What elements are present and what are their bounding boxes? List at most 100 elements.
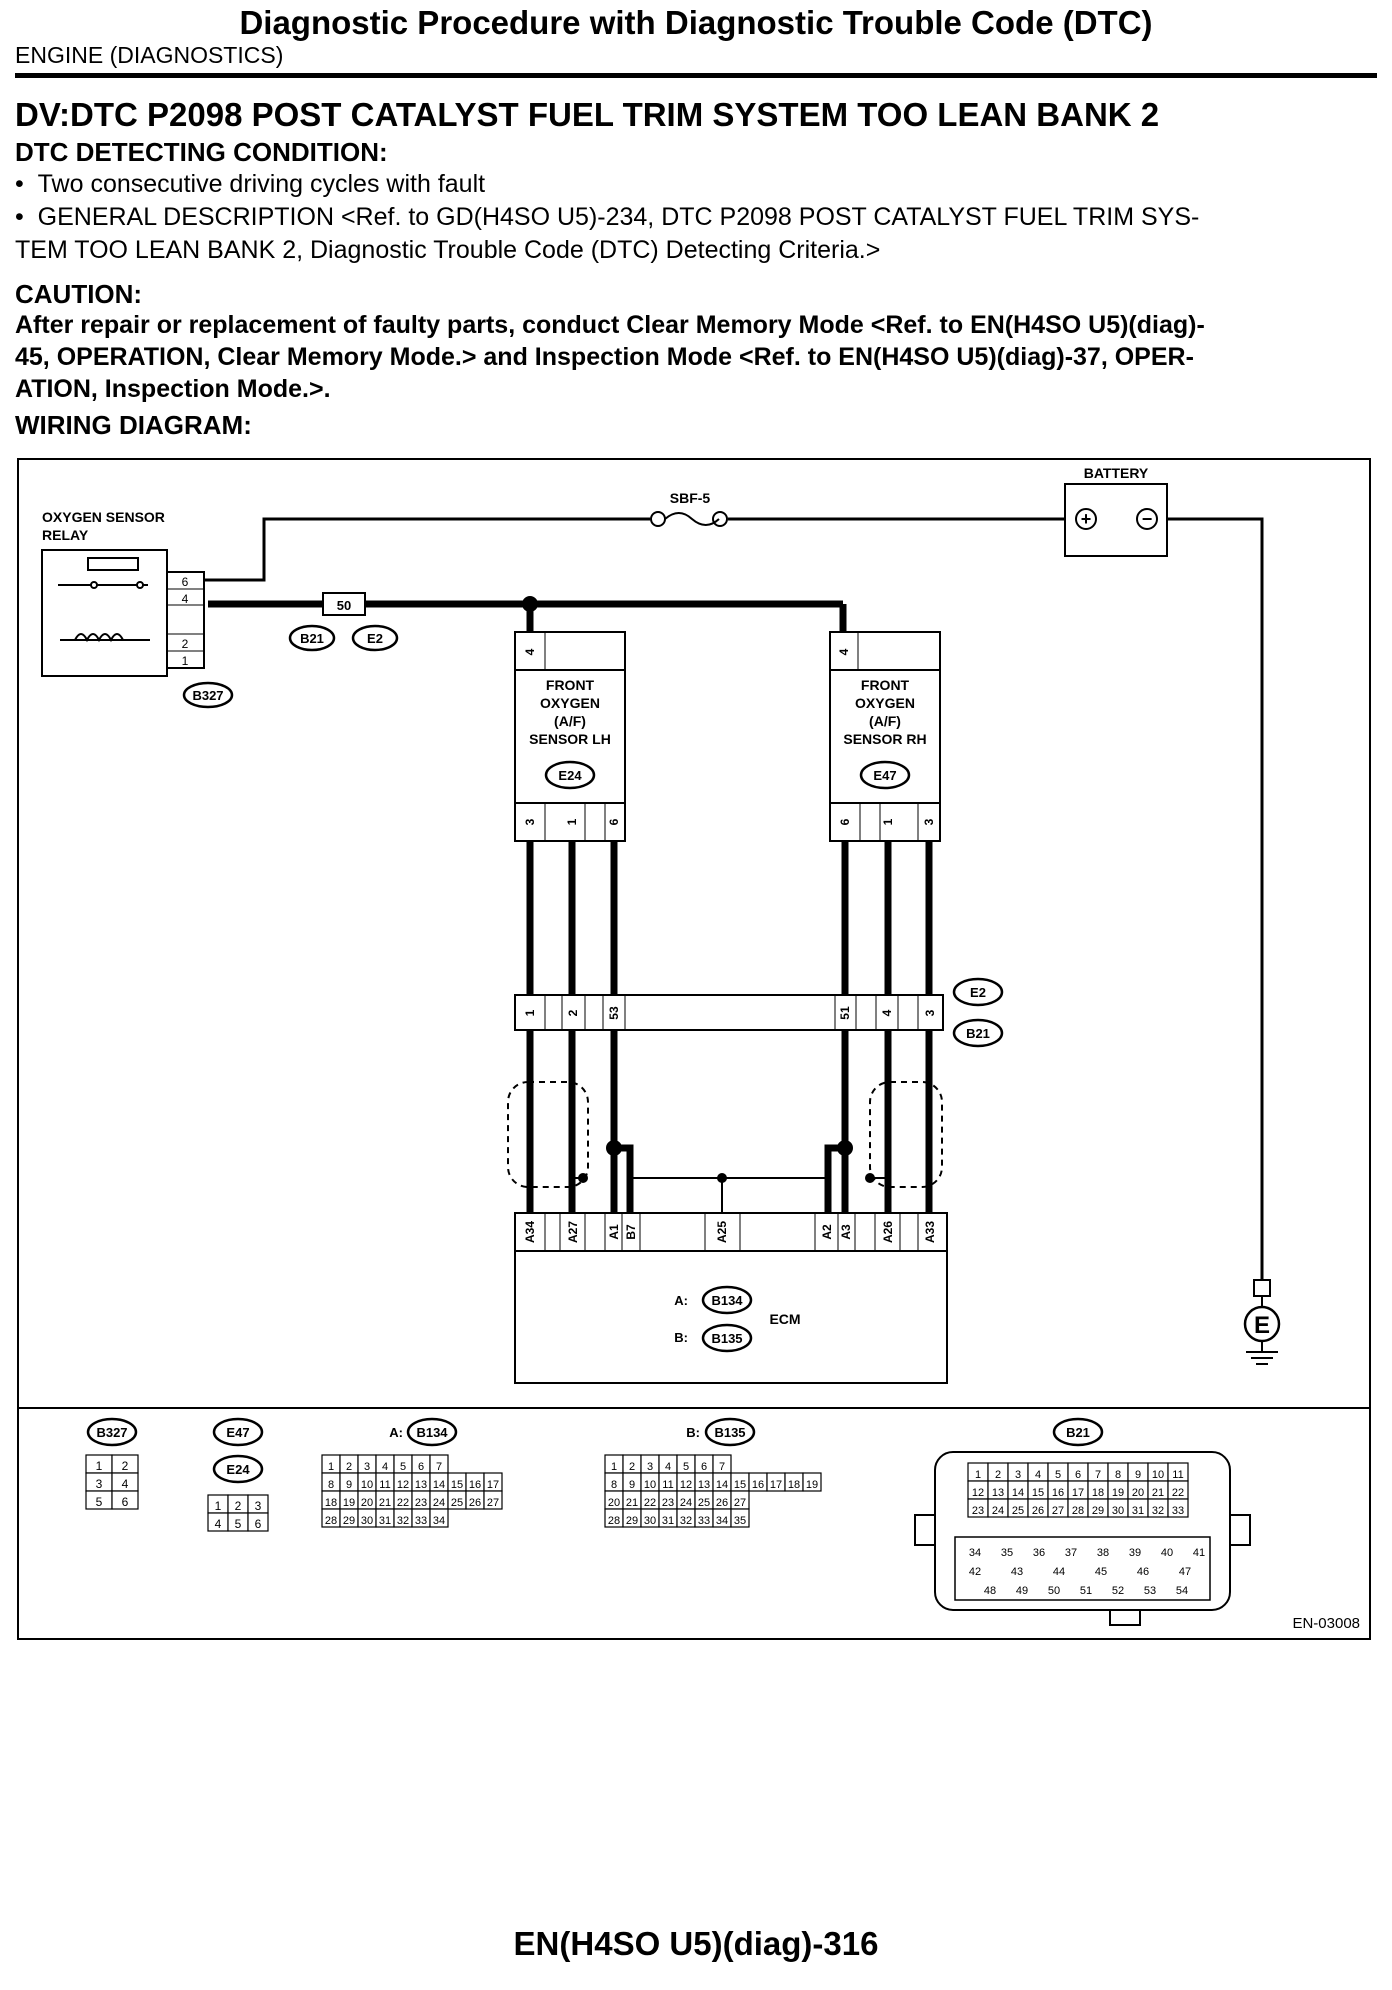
pin-number: 47 <box>1179 1566 1191 1578</box>
svg-text:B327: B327 <box>96 1425 127 1440</box>
svg-text:B21: B21 <box>966 1026 990 1041</box>
pin-number: 36 <box>1033 1547 1045 1559</box>
svg-text:B21: B21 <box>1066 1425 1090 1440</box>
bullet-1: • Two consecutive driving cycles with fa… <box>15 170 486 198</box>
svg-text:50: 50 <box>337 598 351 613</box>
pin-number: 50 <box>1048 1585 1060 1597</box>
pin-number: 4 <box>382 1461 388 1473</box>
svg-text:2: 2 <box>566 1009 580 1016</box>
pin-number: 4 <box>122 1477 129 1491</box>
pin-number: 49 <box>1016 1585 1028 1597</box>
svg-text:4: 4 <box>880 1009 894 1016</box>
pin-number: 6 <box>701 1461 707 1473</box>
pin-number: 16 <box>1052 1487 1064 1499</box>
oxygen-sensor-relay: 6 4 2 1 <box>41 549 205 677</box>
pin-number: 12 <box>680 1479 692 1491</box>
pin-number: 1 <box>96 1459 103 1473</box>
pin-number: 2 <box>629 1461 635 1473</box>
pin-number: 27 <box>487 1497 499 1509</box>
battery-plus: + <box>1081 509 1092 529</box>
svg-text:B135: B135 <box>714 1425 745 1440</box>
svg-text:6: 6 <box>838 818 852 825</box>
pin-number: 8 <box>1115 1469 1121 1481</box>
svg-text:4: 4 <box>837 648 851 655</box>
caution-line-3: ATION, Inspection Mode.>. <box>15 375 331 403</box>
pin-number: 5 <box>683 1461 689 1473</box>
pin-cell <box>1167 1498 1189 1518</box>
pin-number: 5 <box>1055 1469 1061 1481</box>
pin-number: 20 <box>608 1497 620 1509</box>
pin-number: 2 <box>235 1499 242 1513</box>
pin-cell <box>802 1472 822 1492</box>
caution-line-1: After repair or replacement of faulty pa… <box>15 311 1205 339</box>
pin-number: 32 <box>680 1515 692 1527</box>
pin-number: 32 <box>1152 1505 1164 1517</box>
pin-number: 25 <box>451 1497 463 1509</box>
svg-text:A1: A1 <box>607 1224 621 1240</box>
pin-number: 29 <box>626 1515 638 1527</box>
pin-number: 6 <box>122 1495 129 1509</box>
wiring-heading: WIRING DIAGRAM: <box>15 410 252 440</box>
svg-text:A25: A25 <box>715 1221 729 1243</box>
relay-pin: 6 <box>182 575 189 589</box>
pin-number: 25 <box>698 1497 710 1509</box>
pin-number: 32 <box>397 1515 409 1527</box>
pin-number: 7 <box>1095 1469 1101 1481</box>
svg-text:53: 53 <box>607 1006 621 1020</box>
svg-text:6: 6 <box>607 818 621 825</box>
pin-number: 15 <box>451 1479 463 1491</box>
pin-number: 15 <box>734 1479 746 1491</box>
svg-text:3: 3 <box>922 818 936 825</box>
pin-number: 33 <box>415 1515 427 1527</box>
pin-number: 8 <box>611 1479 617 1491</box>
pin-number: 5 <box>96 1495 103 1509</box>
pin-number: 16 <box>469 1479 481 1491</box>
header-divider <box>15 73 1377 78</box>
pin-number: 21 <box>626 1497 638 1509</box>
ground-e: E <box>1243 1279 1281 1365</box>
pin-number: 40 <box>1161 1547 1173 1559</box>
pin-number: 42 <box>969 1566 981 1578</box>
pin-cell <box>111 1490 139 1510</box>
pin-number: 28 <box>1072 1505 1084 1517</box>
pin-number: 33 <box>1172 1505 1184 1517</box>
svg-text:A27: A27 <box>566 1221 580 1243</box>
pin-number: 7 <box>719 1461 725 1473</box>
pin-number: 24 <box>680 1497 692 1509</box>
pin-number: 30 <box>361 1515 373 1527</box>
pin-number: 44 <box>1053 1566 1065 1578</box>
pin-number: 9 <box>629 1479 635 1491</box>
pin-number: 13 <box>992 1487 1004 1499</box>
pin-number: 23 <box>415 1497 427 1509</box>
pin-number: 16 <box>752 1479 764 1491</box>
pin-number: 31 <box>379 1515 391 1527</box>
pin-cell <box>730 1508 750 1528</box>
pin-number: 17 <box>487 1479 499 1491</box>
svg-text:FRONT: FRONT <box>546 677 595 693</box>
pin-number: 15 <box>1032 1487 1044 1499</box>
caution-heading: CAUTION: <box>15 279 143 309</box>
pin-number: 7 <box>436 1461 442 1473</box>
connector-view-e47: E47 <box>212 1417 264 1447</box>
svg-text:B134: B134 <box>711 1293 743 1308</box>
joint-connector-50: 50 B21 E2 <box>288 592 399 652</box>
pin-number: 14 <box>1012 1487 1024 1499</box>
pin-number: 5 <box>235 1517 242 1531</box>
pin-number: 29 <box>343 1515 355 1527</box>
pin-number: 3 <box>364 1461 370 1473</box>
pin-number: 27 <box>734 1497 746 1509</box>
pin-cell <box>247 1512 269 1532</box>
front-oxygen-sensor-lh: 4 FRONT OXYGEN (A/F) SENSOR LH E24 3 1 6 <box>514 631 626 842</box>
pin-number: 9 <box>346 1479 352 1491</box>
svg-text:B21: B21 <box>300 631 324 646</box>
svg-text:(A/F): (A/F) <box>554 713 586 729</box>
pin-number: 11 <box>379 1479 390 1491</box>
svg-text:SENSOR RH: SENSOR RH <box>843 731 926 747</box>
pin-number: 34 <box>433 1515 445 1527</box>
page-title: Diagnostic Procedure with Diagnostic Tro… <box>239 4 1153 41</box>
svg-text:E47: E47 <box>873 768 896 783</box>
svg-text:E2: E2 <box>367 631 383 646</box>
connector-badge-b327: B327 <box>182 681 234 709</box>
